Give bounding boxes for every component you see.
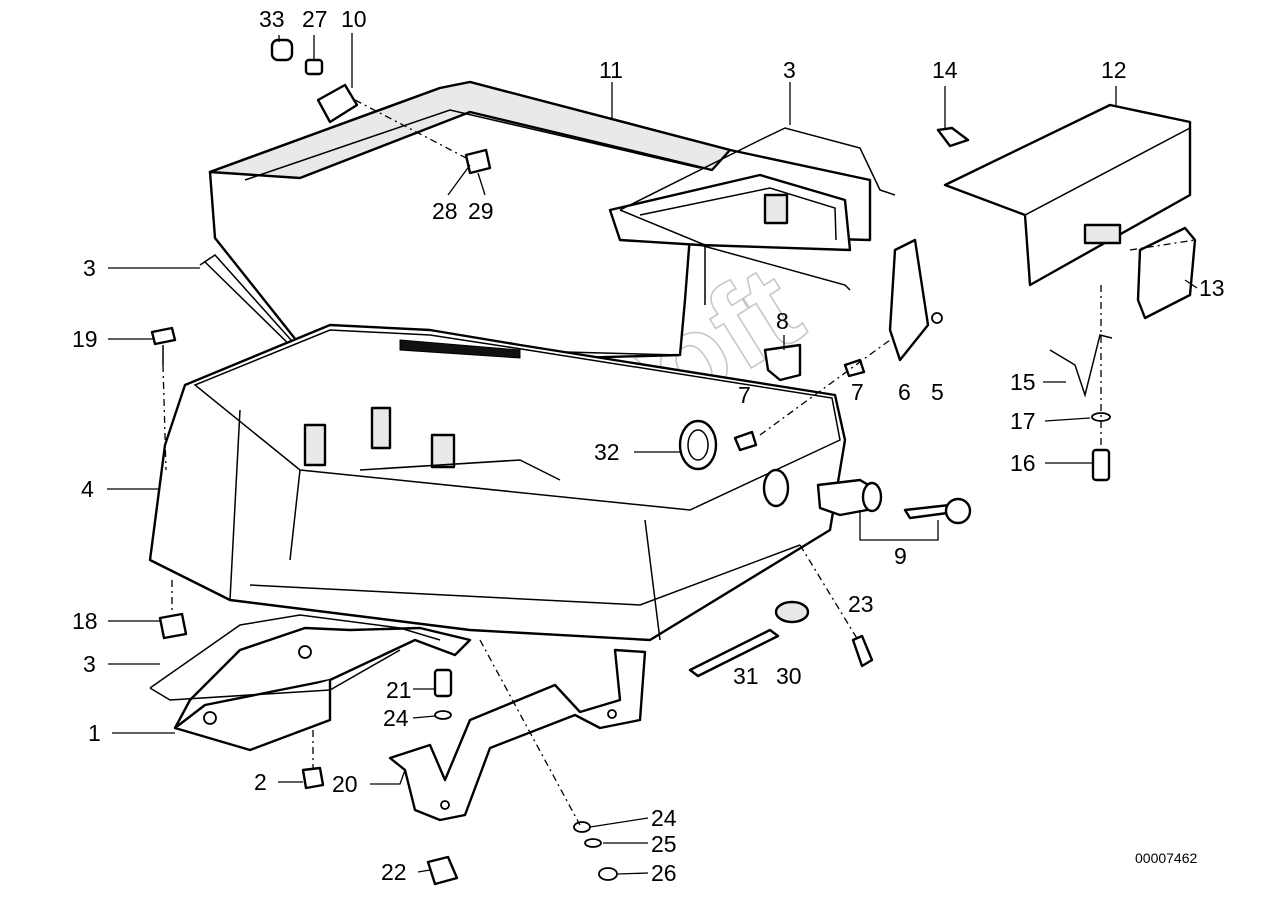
callout-21: 21 [386, 677, 412, 703]
callout-26: 26 [651, 860, 677, 886]
leader-lines [107, 33, 1198, 875]
callout-3-top: 3 [783, 57, 796, 83]
callout-9: 9 [894, 543, 907, 569]
pin-part-5 [931, 312, 943, 324]
callout-8: 8 [776, 308, 789, 334]
assembly-line-lid [354, 99, 471, 161]
grommet-part-32 [678, 419, 718, 471]
callout-33: 33 [259, 6, 285, 32]
callout-12: 12 [1101, 57, 1127, 83]
plug-part-30 [774, 600, 810, 624]
base-plate-part-1 [173, 626, 472, 752]
hinge-cover-part-12 [943, 103, 1192, 287]
seal-part-3-lower [149, 614, 441, 701]
callout-11: 11 [599, 57, 623, 83]
callout-25: 25 [651, 831, 677, 857]
screw-part-16 [1091, 448, 1111, 482]
hinge-part-13 [1136, 226, 1197, 320]
assembly-line-13 [1129, 239, 1196, 251]
screw-part-2 [301, 766, 325, 790]
nut-part-29 [464, 148, 492, 175]
nut-part-26 [598, 867, 618, 881]
callout-3-low: 3 [83, 651, 96, 677]
screw-part-19 [150, 326, 177, 365]
callout-7-left: 7 [738, 382, 751, 408]
callout-23: 23 [848, 591, 874, 617]
case-body-part-4 [148, 323, 847, 642]
washer-part-24b [573, 821, 591, 833]
assembly-line-7 [759, 339, 891, 436]
screw-part-27 [304, 58, 324, 76]
callout-6: 6 [898, 379, 911, 405]
pin-part-7b [733, 430, 758, 452]
callout-20: 20 [332, 771, 358, 797]
key-part-9 [903, 497, 972, 525]
seal-part-3-upper [619, 127, 896, 305]
pin-part-7a [843, 358, 866, 378]
callout-2: 2 [254, 769, 267, 795]
callout-28: 28 [432, 198, 458, 224]
assembly-line-23 [799, 544, 859, 641]
callout-7-right: 7 [851, 379, 864, 405]
callout-19: 19 [72, 326, 98, 352]
callout-24-upper: 24 [383, 705, 409, 731]
callout-22: 22 [381, 859, 407, 885]
callout-29: 29 [468, 198, 494, 224]
washer-part-24a [434, 710, 452, 720]
washer-part-25 [584, 838, 602, 848]
callout-1: 1 [88, 720, 101, 746]
callout-27: 27 [302, 6, 328, 32]
callout-15: 15 [1010, 369, 1036, 395]
callout-14: 14 [932, 57, 958, 83]
screw-part-23 [851, 634, 874, 668]
screw-part-14 [936, 126, 970, 148]
lock-part-9 [762, 468, 883, 517]
document-number: 00007462 [1135, 850, 1198, 866]
bracket-part-20 [388, 648, 647, 822]
screw-part-21 [433, 668, 453, 698]
callout-10: 10 [341, 6, 367, 32]
callout-3-mid: 3 [83, 255, 96, 281]
spring-part-15 [1049, 334, 1113, 398]
assembly-line-24b [479, 639, 581, 826]
callout-13: 13 [1199, 275, 1225, 301]
callout-4: 4 [81, 476, 94, 502]
callout-30: 30 [776, 663, 802, 689]
callout-5: 5 [931, 379, 944, 405]
plate-part-10 [316, 83, 359, 124]
callout-17: 17 [1010, 408, 1036, 434]
latch-part-6 [888, 238, 930, 362]
callout-32: 32 [594, 439, 620, 465]
callout-18: 18 [72, 608, 98, 634]
nut-part-22 [426, 855, 459, 886]
callout-31: 31 [733, 663, 759, 689]
strip-part-31 [688, 628, 780, 678]
callout-16: 16 [1010, 450, 1036, 476]
clip-part-18 [158, 612, 188, 640]
clip-part-8 [763, 343, 802, 382]
cap-part-33 [270, 38, 294, 62]
assembly-line-19 [162, 364, 167, 471]
callout-24-lower: 24 [651, 805, 677, 831]
